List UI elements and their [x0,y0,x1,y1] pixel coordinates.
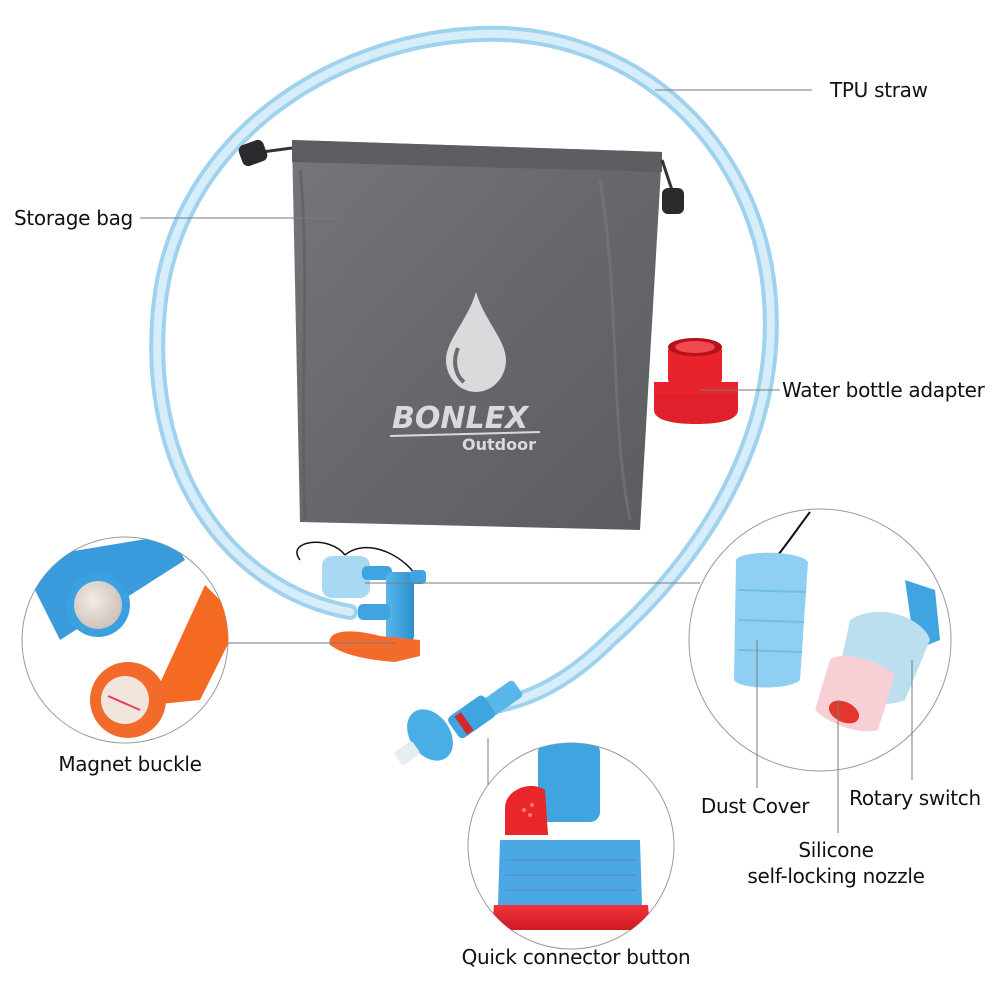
water-bottle-adapter [654,338,738,424]
leader-lines [140,89,913,833]
magnet-buckle-detail [21,536,229,744]
label-quick-connector-button: Quick connector button [461,945,691,969]
label-tpu-straw: TPU straw [830,78,928,102]
quick-connector [394,680,523,765]
label-silicone-line1: Silicone [798,838,874,862]
bite-valve-assembly [296,541,426,662]
nozzle-detail [688,508,952,772]
tpu-straw [149,25,779,713]
label-silicone-line2: self-locking nozzle [747,864,925,888]
label-rotary-switch: Rotary switch [849,786,981,810]
quick-connector-detail [467,742,675,950]
label-dust-cover: Dust Cover [700,794,810,818]
brand-sub-text: Outdoor [462,435,536,454]
water-drop-logo-icon [446,292,506,392]
label-water-bottle-adapter: Water bottle adapter [782,378,985,402]
label-storage-bag: Storage bag [14,206,133,230]
label-magnet-buckle: Magnet buckle [58,752,202,776]
storage-bag: BONLEX Outdoor [238,139,684,530]
brand-logo-text: BONLEX [392,401,530,436]
